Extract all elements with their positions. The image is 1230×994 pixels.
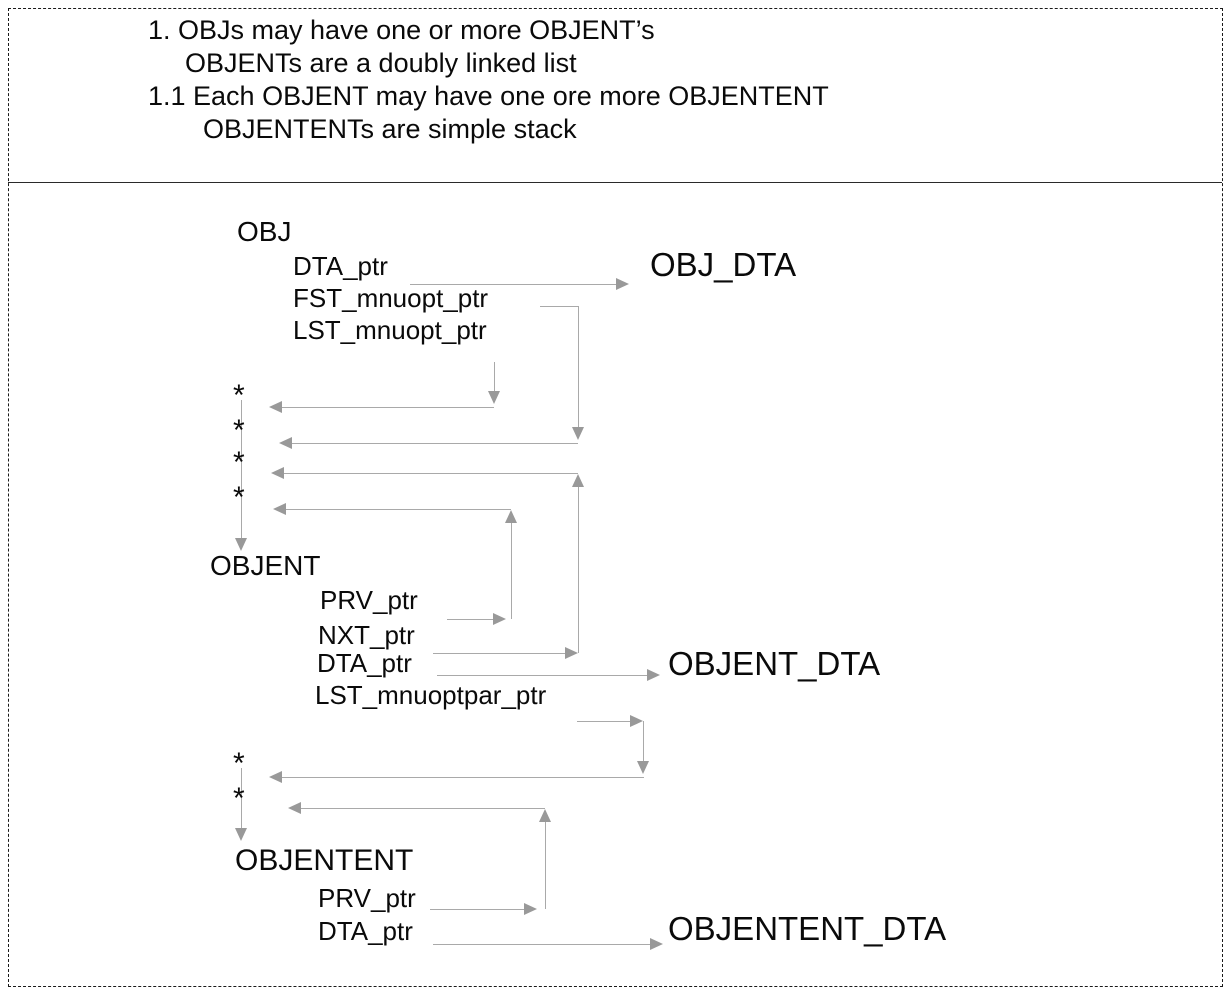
arrowhead-left-icon bbox=[271, 467, 284, 479]
list-bullet: * bbox=[233, 414, 245, 447]
list-bullet: * bbox=[233, 446, 245, 479]
field-objent-dta-ptr: DTA_ptr bbox=[317, 648, 412, 678]
arrowhead-down-icon bbox=[637, 761, 649, 774]
arrowhead-left-icon bbox=[269, 401, 282, 413]
connector-line-vertical bbox=[578, 486, 579, 653]
note-line-2: OBJENTs are a doubly linked list bbox=[185, 48, 577, 78]
connector-line-horizontal bbox=[292, 443, 578, 444]
connector-line-horizontal bbox=[447, 619, 493, 620]
connector-line-vertical bbox=[494, 362, 495, 392]
connector-line-vertical bbox=[241, 768, 242, 829]
arrowhead-left-icon bbox=[279, 437, 292, 449]
connector-line-horizontal bbox=[433, 944, 650, 945]
connector-line-horizontal bbox=[282, 777, 644, 778]
field-obj-lst-mnuopt-ptr: LST_mnuopt_ptr bbox=[293, 315, 487, 345]
connector-line-vertical bbox=[643, 721, 644, 762]
arrowhead-left-icon bbox=[273, 503, 286, 515]
list-bullet: * bbox=[233, 747, 245, 780]
field-obj-fst-mnuopt-ptr: FST_mnuopt_ptr bbox=[293, 283, 489, 313]
connector-line-horizontal bbox=[433, 653, 565, 654]
field-objent-nxt-ptr: NXT_ptr bbox=[318, 620, 415, 650]
note-line-3: 1.1 Each OBJENT may have one ore more OB… bbox=[148, 81, 829, 111]
connector-line-vertical bbox=[241, 400, 242, 539]
arrowhead-right-icon bbox=[616, 278, 629, 290]
dashed-border bbox=[8, 8, 1223, 987]
connector-line-horizontal bbox=[410, 284, 616, 285]
arrowhead-right-icon bbox=[647, 669, 660, 681]
target-objent-dta: OBJENT_DTA bbox=[668, 645, 881, 682]
arrowhead-up-icon bbox=[572, 474, 584, 487]
connector-line-vertical bbox=[545, 821, 546, 909]
connector-line-horizontal bbox=[430, 909, 524, 910]
arrowhead-right-icon bbox=[565, 647, 578, 659]
field-objentent-prv-ptr: PRV_ptr bbox=[318, 883, 416, 913]
struct-label-objentent: OBJENTENT bbox=[235, 844, 414, 877]
struct-label-obj: OBJ bbox=[237, 216, 292, 247]
arrowhead-up-icon bbox=[539, 809, 551, 822]
connector-line-horizontal bbox=[282, 407, 494, 408]
connector-line-horizontal bbox=[284, 473, 578, 474]
connector-line-vertical bbox=[511, 522, 512, 619]
field-obj-dta-ptr: DTA_ptr bbox=[293, 251, 388, 281]
field-objentent-dta-ptr: DTA_ptr bbox=[318, 916, 413, 946]
note-line-1: 1. OBJs may have one or more OBJENT’s bbox=[148, 15, 655, 45]
arrowhead-right-icon bbox=[650, 938, 663, 950]
connector-line-vertical bbox=[578, 306, 579, 428]
arrowhead-right-icon bbox=[630, 715, 643, 727]
field-objent-lst-mnuoptpar-ptr: LST_mnuoptpar_ptr bbox=[315, 680, 547, 710]
list-bullet: * bbox=[233, 481, 245, 514]
connector-line-horizontal bbox=[577, 721, 630, 722]
arrowhead-right-icon bbox=[493, 613, 506, 625]
arrowhead-down-icon bbox=[235, 828, 247, 841]
target-objentent-dta: OBJENTENT_DTA bbox=[668, 910, 947, 947]
section-divider-line bbox=[8, 182, 1222, 183]
target-obj-dta: OBJ_DTA bbox=[650, 246, 797, 283]
arrowhead-down-icon bbox=[235, 538, 247, 551]
list-bullet: * bbox=[233, 782, 245, 815]
struct-label-objent: OBJENT bbox=[210, 550, 321, 581]
arrowhead-up-icon bbox=[505, 510, 517, 523]
connector-line-horizontal bbox=[437, 675, 647, 676]
arrowhead-down-icon bbox=[488, 391, 500, 404]
connector-line-horizontal bbox=[301, 808, 545, 809]
arrowhead-left-icon bbox=[269, 771, 282, 783]
list-bullet: * bbox=[233, 379, 245, 412]
arrowhead-down-icon bbox=[572, 427, 584, 440]
arrowhead-left-icon bbox=[288, 802, 301, 814]
note-line-4: OBJENTENTs are simple stack bbox=[203, 114, 577, 144]
field-objent-prv-ptr: PRV_ptr bbox=[320, 585, 418, 615]
connector-line-horizontal bbox=[540, 306, 578, 307]
connector-line-horizontal bbox=[286, 509, 511, 510]
arrowhead-right-icon bbox=[524, 903, 537, 915]
